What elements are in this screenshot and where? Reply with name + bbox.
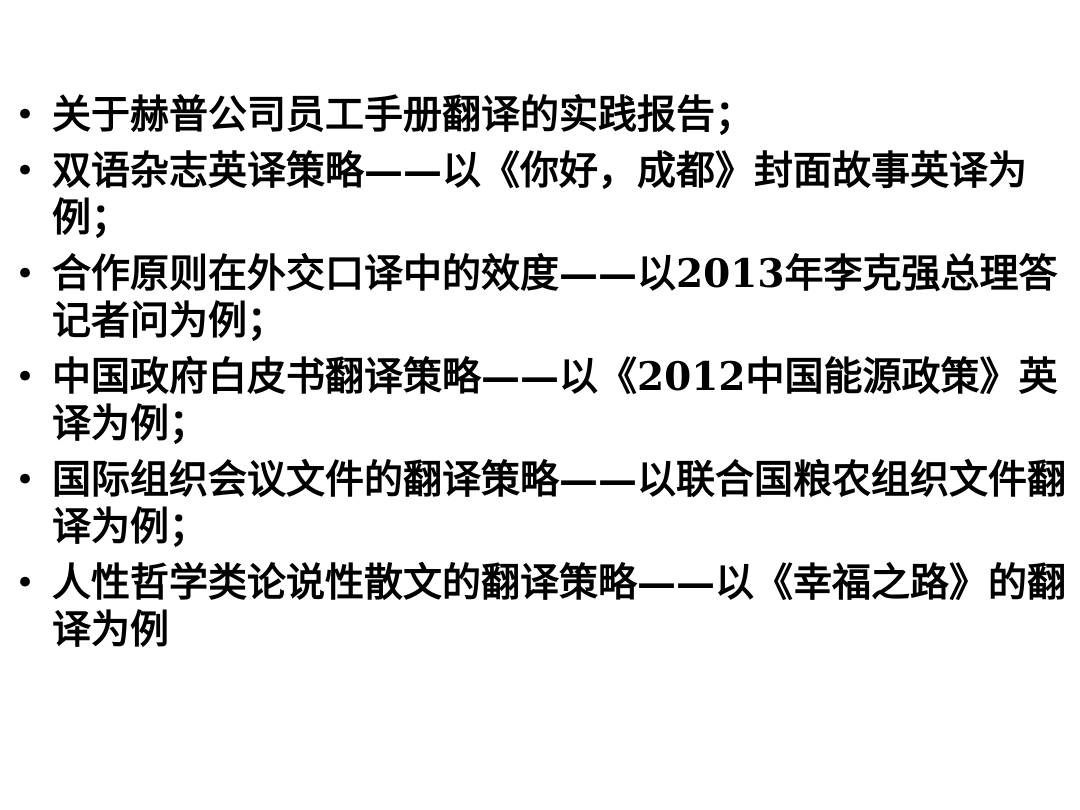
list-item: • 国际组织会议文件的翻译策略——以联合国粮农组织文件翻译为例； xyxy=(10,457,1070,551)
list-item-text: 关于赫普公司员工手册翻译的实践报告； xyxy=(52,92,755,138)
list-item-text: 人性哲学类论说性散文的翻译策略——以《幸福之路》的翻译为例 xyxy=(52,560,1067,653)
bullet-list: • 关于赫普公司员工手册翻译的实践报告； • 双语杂志英译策略——以《你好，成都… xyxy=(10,92,1070,663)
list-item: • 合作原则在外交口译中的效度——以2013年李克强总理答记者问为例； xyxy=(10,251,1070,345)
list-item-text: 合作原则在外交口译中的效度——以2013年李克强总理答记者问为例； xyxy=(52,251,1058,344)
bullet-icon: • xyxy=(14,254,36,294)
list-item: • 中国政府白皮书翻译策略——以《2012中国能源政策》英译为例； xyxy=(10,354,1070,448)
bullet-icon: • xyxy=(14,151,36,191)
list-item: • 人性哲学类论说性散文的翻译策略——以《幸福之路》的翻译为例 xyxy=(10,560,1070,654)
bullet-icon: • xyxy=(14,563,36,603)
list-item: • 双语杂志英译策略——以《你好，成都》封面故事英译为例； xyxy=(10,148,1070,242)
list-item: • 关于赫普公司员工手册翻译的实践报告； xyxy=(10,92,1070,139)
bullet-icon: • xyxy=(14,460,36,500)
list-item-text: 国际组织会议文件的翻译策略——以联合国粮农组织文件翻译为例； xyxy=(52,457,1067,550)
bullet-icon: • xyxy=(14,357,36,397)
list-item-text: 双语杂志英译策略——以《你好，成都》封面故事英译为例； xyxy=(52,148,1028,241)
list-item-text: 中国政府白皮书翻译策略——以《2012中国能源政策》英译为例； xyxy=(52,354,1058,447)
bullet-icon: • xyxy=(14,95,36,135)
